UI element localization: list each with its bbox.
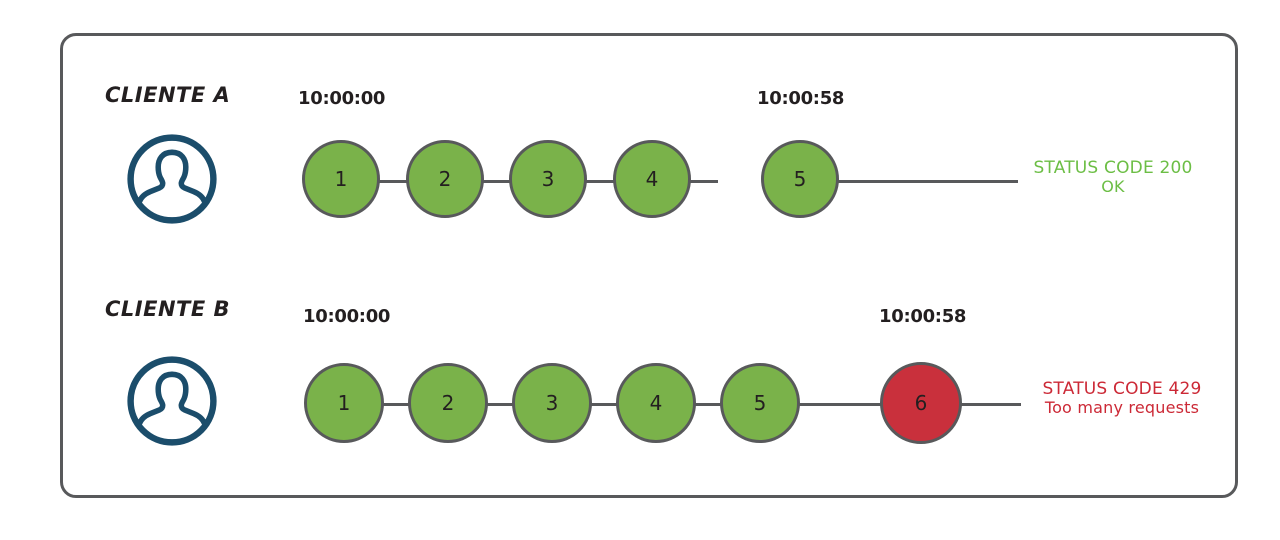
connector-a-1 (379, 180, 407, 183)
connector-a-tail (838, 180, 1018, 183)
client-label-b: CLIENTE B (105, 297, 231, 321)
request-node[interactable]: 5 (720, 363, 800, 443)
connector-b-tail (959, 403, 1021, 406)
status-code-line-b: STATUS CODE 429 (1042, 379, 1202, 399)
status-badge-a: STATUS CODE 200 OK (1028, 158, 1198, 197)
request-node[interactable]: 1 (304, 363, 384, 443)
request-node[interactable]: 2 (408, 363, 488, 443)
request-node[interactable]: 3 (509, 140, 587, 218)
request-node[interactable]: 4 (613, 140, 691, 218)
connector-b-2 (485, 403, 513, 406)
status-text-line-a: OK (1101, 177, 1125, 197)
timestamp-start-b: 10:00:00 (303, 306, 391, 327)
status-text-line-b: Too many requests (1044, 398, 1200, 418)
status-code-line-a: STATUS CODE 200 (1033, 158, 1193, 178)
request-node[interactable]: 3 (512, 363, 592, 443)
request-node[interactable]: 1 (302, 140, 380, 218)
connector-a-2 (483, 180, 511, 183)
client-label-a: CLIENTE A (105, 83, 231, 107)
connector-b-1 (381, 403, 409, 406)
timestamp-start-a: 10:00:00 (298, 88, 386, 109)
connector-a-4 (690, 180, 718, 183)
request-node[interactable]: 4 (616, 363, 696, 443)
request-node[interactable]: 2 (406, 140, 484, 218)
timestamp-end-b: 10:00:58 (879, 306, 967, 327)
person-circle-icon (126, 355, 218, 447)
connector-b-4 (693, 403, 721, 406)
diagram-frame (60, 33, 1238, 498)
person-circle-icon (126, 133, 218, 225)
timestamp-end-a: 10:00:58 (757, 88, 845, 109)
connector-b-3 (589, 403, 617, 406)
connector-a-3 (586, 180, 614, 183)
request-node-blocked[interactable]: 6 (880, 362, 962, 444)
request-node[interactable]: 5 (761, 140, 839, 218)
status-badge-b: STATUS CODE 429 Too many requests (1022, 379, 1222, 418)
connector-b-5 (797, 403, 881, 406)
